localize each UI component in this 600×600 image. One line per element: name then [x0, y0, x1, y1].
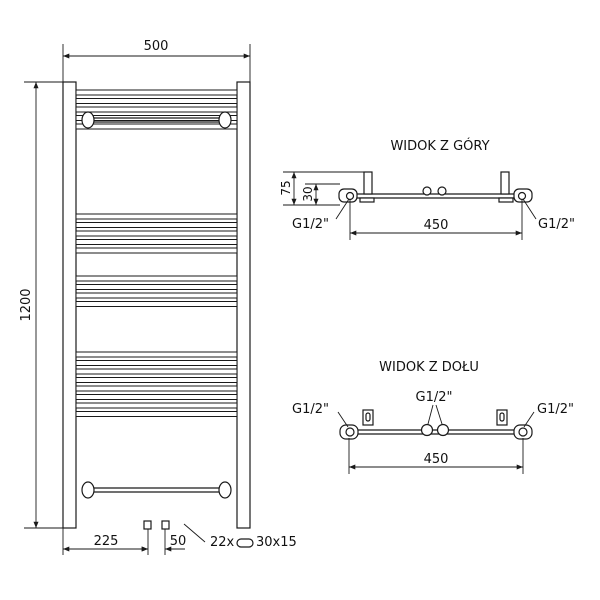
tube-rung	[75, 394, 238, 400]
tube-rung	[75, 385, 238, 392]
bottom-view: WIDOK Z DOŁU 450 G1/2" G1/2" G1/2"	[292, 360, 574, 474]
tube-rung	[75, 292, 238, 299]
top-span-label: 450	[424, 218, 449, 233]
bottom-center-pipe-left	[420, 423, 434, 437]
tube-rung	[75, 360, 238, 366]
top-right-bracket	[500, 171, 510, 195]
top-right-connector-label: G1/2"	[538, 217, 575, 232]
tube-rung	[75, 106, 238, 113]
tube-rung	[75, 411, 238, 417]
bottom-left-slot-bracket	[362, 409, 374, 426]
bottom-view-title: WIDOK Z DOŁU	[379, 360, 479, 375]
front-view: 500 1200 225 50	[19, 39, 297, 555]
width-dimension-label: 500	[144, 39, 169, 54]
top-left-port-icon	[345, 191, 355, 201]
tube-profile-icon	[236, 538, 254, 548]
bottom-right-connector-label: G1/2"	[537, 402, 574, 417]
offset-dimension-label: 225	[94, 534, 119, 549]
left-rail	[62, 81, 77, 529]
top-left-connector-label: G1/2"	[292, 217, 329, 232]
tube-rung	[75, 351, 238, 358]
top-view: WIDOK Z GÓRY 75 30 450 G1/2"	[279, 138, 575, 240]
tube-rung	[75, 98, 238, 104]
height-dimension-label: 1200	[19, 288, 34, 321]
depth-inner-label: 30	[301, 186, 315, 201]
bracket-bottom-right	[218, 481, 232, 499]
bottom-left-connector-label: G1/2"	[292, 402, 329, 417]
top-center-pipe-right	[437, 186, 447, 196]
tube-rung	[75, 377, 238, 383]
top-right-port-icon	[517, 191, 527, 201]
tube-rung	[75, 368, 238, 375]
tube-rung	[75, 230, 238, 237]
top-left-bracket	[363, 171, 373, 195]
bottom-center-pipe-right	[436, 423, 450, 437]
bottom-center-connector-label: G1/2"	[416, 390, 453, 405]
bracket-top-right	[218, 111, 232, 129]
tube-rung	[75, 275, 238, 282]
tube-rung	[75, 247, 238, 254]
bracket-bottom-left	[81, 481, 95, 499]
tube-rung	[75, 213, 238, 220]
top-view-title: WIDOK Z GÓRY	[390, 138, 489, 154]
tube-rung	[75, 301, 238, 307]
bottom-span-label: 450	[424, 452, 449, 467]
tube-rung	[75, 402, 238, 409]
tube-size-label: 30x15	[256, 535, 297, 550]
tube-rung	[75, 284, 238, 290]
right-rail	[236, 81, 251, 529]
connector-left	[143, 520, 152, 530]
bottom-left-port-icon	[345, 427, 355, 437]
bracket-top-left	[81, 111, 95, 129]
top-center-pipe-left	[422, 186, 432, 196]
spacing-dimension-label: 50	[170, 534, 187, 549]
depth-outer-label: 75	[279, 180, 293, 195]
tube-rung	[75, 89, 238, 96]
tube-rung	[75, 123, 238, 130]
bottom-right-port-icon	[518, 427, 528, 437]
bottom-right-slot-bracket	[496, 409, 508, 426]
connector-right	[161, 520, 170, 530]
tube-count-label: 22x	[210, 535, 235, 550]
tube-rungs	[75, 89, 238, 417]
tube-rung	[75, 222, 238, 228]
tube-rung	[75, 239, 238, 245]
mount-brackets	[81, 111, 232, 499]
